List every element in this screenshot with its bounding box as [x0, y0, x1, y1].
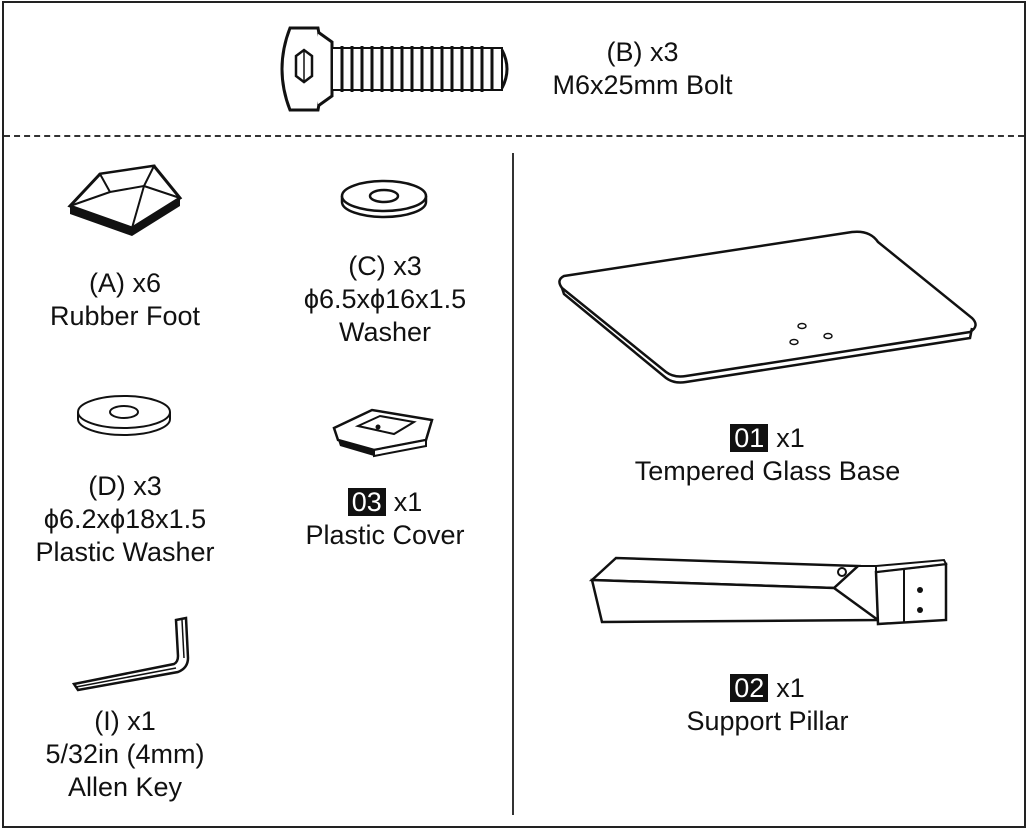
allen-key-label: (I) x1 5/32in (4mm) Allen Key [20, 705, 230, 804]
rubber-foot-code-qty: (A) x6 [88, 268, 161, 298]
rubber-foot-name: Rubber Foot [49, 301, 201, 331]
plastic-washer-illustration [77, 395, 171, 436]
washer-name: Washer [338, 317, 432, 347]
plastic-washer-name: Plastic Washer [35, 537, 215, 567]
washer-illustration [340, 179, 428, 219]
allen-key-code-qty: (I) x1 [94, 706, 156, 736]
glass-base-name: Tempered Glass Base [634, 456, 901, 486]
plastic-cover-tag: 03 [347, 488, 386, 516]
glass-base-tag: 01 [730, 424, 769, 452]
support-pillar-name: Support Pillar [686, 706, 849, 736]
plastic-cover-illustration [332, 408, 434, 458]
bolt-illustration [280, 26, 509, 112]
bolt-spec: M6x25mm Bolt [552, 70, 733, 100]
plastic-washer-code-qty: (D) x3 [88, 471, 162, 501]
washer-code-qty: (C) x3 [348, 251, 422, 281]
plastic-washer-spec: ϕ6.2xϕ18x1.5 [43, 504, 207, 534]
vertical-divider [512, 153, 514, 815]
allen-key-illustration [71, 616, 190, 692]
allen-key-size: 5/32in (4mm) [45, 739, 205, 769]
glass-base-illustration [558, 230, 977, 384]
rubber-foot-label: (A) x6 Rubber Foot [20, 267, 230, 333]
plastic-cover-qty: x1 [393, 487, 423, 517]
support-pillar-tag: 02 [730, 674, 769, 702]
support-pillar-illustration [588, 556, 948, 626]
glass-base-qty: x1 [776, 423, 805, 453]
allen-key-name: Allen Key [67, 772, 183, 802]
parts-list-frame [2, 1, 1026, 828]
plastic-washer-label: (D) x3 ϕ6.2xϕ18x1.5 Plastic Washer [10, 470, 240, 569]
bolt-code-qty: (B) x3 [606, 37, 679, 67]
washer-spec: ϕ6.5xϕ16x1.5 [303, 284, 467, 314]
dashed-divider [4, 135, 1024, 137]
washer-label: (C) x3 ϕ6.5xϕ16x1.5 Washer [280, 250, 490, 349]
bolt-label: (B) x3 M6x25mm Bolt [530, 36, 755, 102]
rubber-foot-illustration [67, 164, 183, 236]
plastic-cover-name: Plastic Cover [305, 520, 465, 550]
support-pillar-qty: x1 [776, 673, 805, 703]
